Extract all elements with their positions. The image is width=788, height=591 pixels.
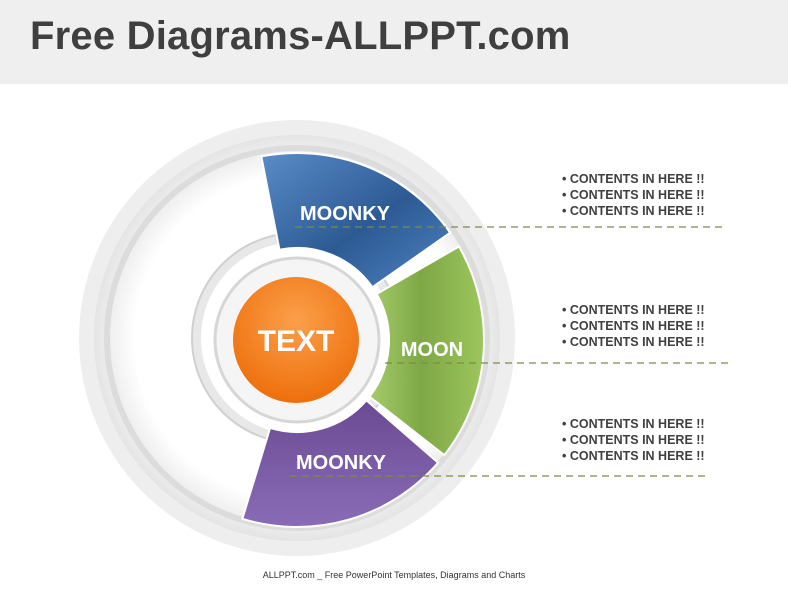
bullet-item: CONTENTS IN HERE !!	[562, 302, 705, 318]
footer-text: ALLPPT.com _ Free PowerPoint Templates, …	[262, 570, 526, 580]
header-bar: Free Diagrams-ALLPPT.com	[0, 0, 788, 84]
bullet-list-3: CONTENTS IN HERE !! CONTENTS IN HERE !! …	[562, 416, 705, 464]
center-circle	[233, 277, 359, 403]
segment-label-1: MOONKY	[300, 203, 391, 225]
segment-3	[241, 398, 440, 528]
bullet-item: CONTENTS IN HERE !!	[562, 187, 705, 203]
bullet-list-2: CONTENTS IN HERE !! CONTENTS IN HERE !! …	[562, 302, 705, 350]
bullet-item: CONTENTS IN HERE !!	[562, 334, 705, 350]
bullet-item: CONTENTS IN HERE !!	[562, 318, 705, 334]
center-label: TEXT	[258, 325, 335, 358]
segment-label-2: MOON	[401, 339, 463, 361]
segment-2	[368, 245, 485, 457]
page-title: Free Diagrams-ALLPPT.com	[30, 14, 571, 58]
bullet-item: CONTENTS IN HERE !!	[562, 416, 705, 432]
bullet-item: CONTENTS IN HERE !!	[562, 171, 705, 187]
bullet-item: CONTENTS IN HERE !!	[562, 203, 705, 219]
segment-1	[260, 152, 452, 289]
bullet-item: CONTENTS IN HERE !!	[562, 432, 705, 448]
bullet-list-1: CONTENTS IN HERE !! CONTENTS IN HERE !! …	[562, 171, 705, 219]
segment-label-3: MOONKY	[296, 452, 387, 474]
bullet-item: CONTENTS IN HERE !!	[562, 448, 705, 464]
